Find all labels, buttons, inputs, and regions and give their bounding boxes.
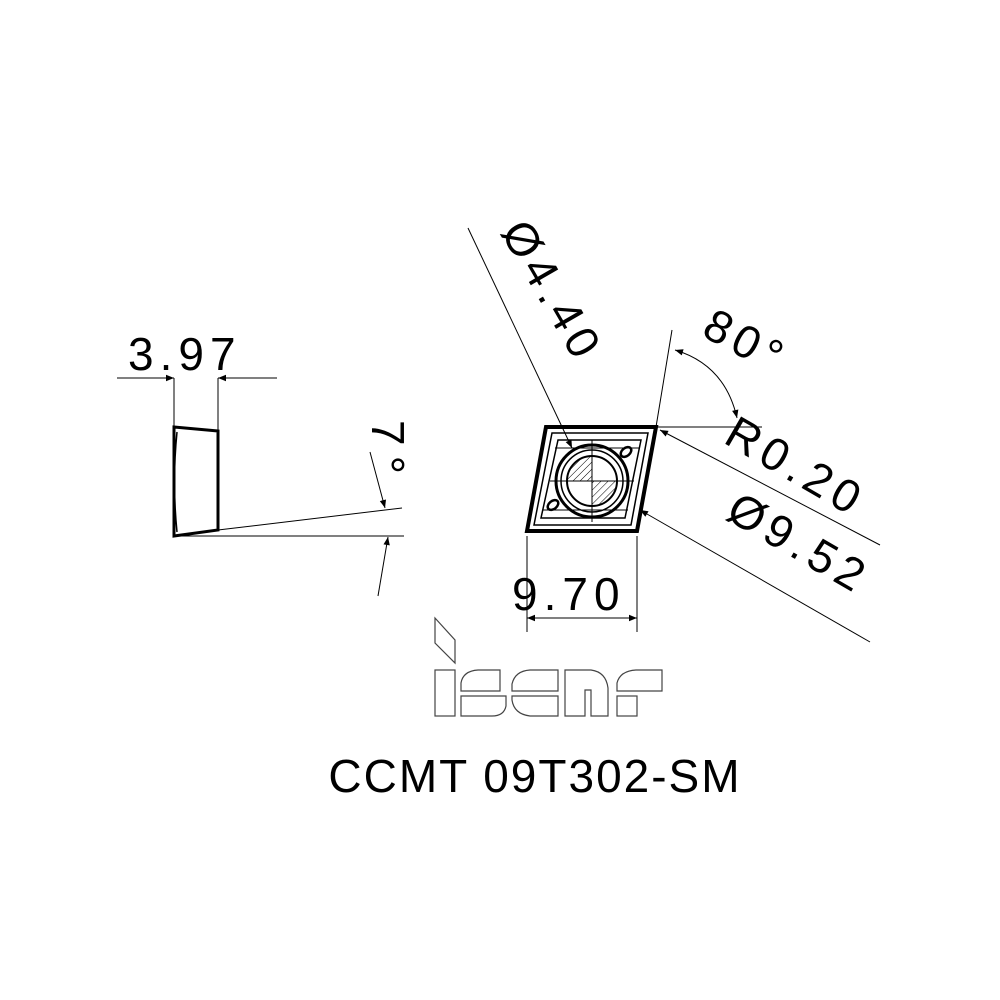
hole-diameter-dimension: Ø4.40 (491, 211, 614, 372)
thickness-dimension: 3.97 (128, 328, 242, 380)
side-view (117, 374, 404, 597)
brand-logo (434, 616, 663, 717)
part-number-title: CCMT 09T302-SM (328, 750, 741, 802)
corner-angle-dimension: 80° (695, 298, 797, 385)
clearance-angle-dimension: 7° (362, 420, 414, 484)
edge-length-dimension: 9.70 (512, 568, 626, 620)
insert-front-view (467, 227, 881, 643)
